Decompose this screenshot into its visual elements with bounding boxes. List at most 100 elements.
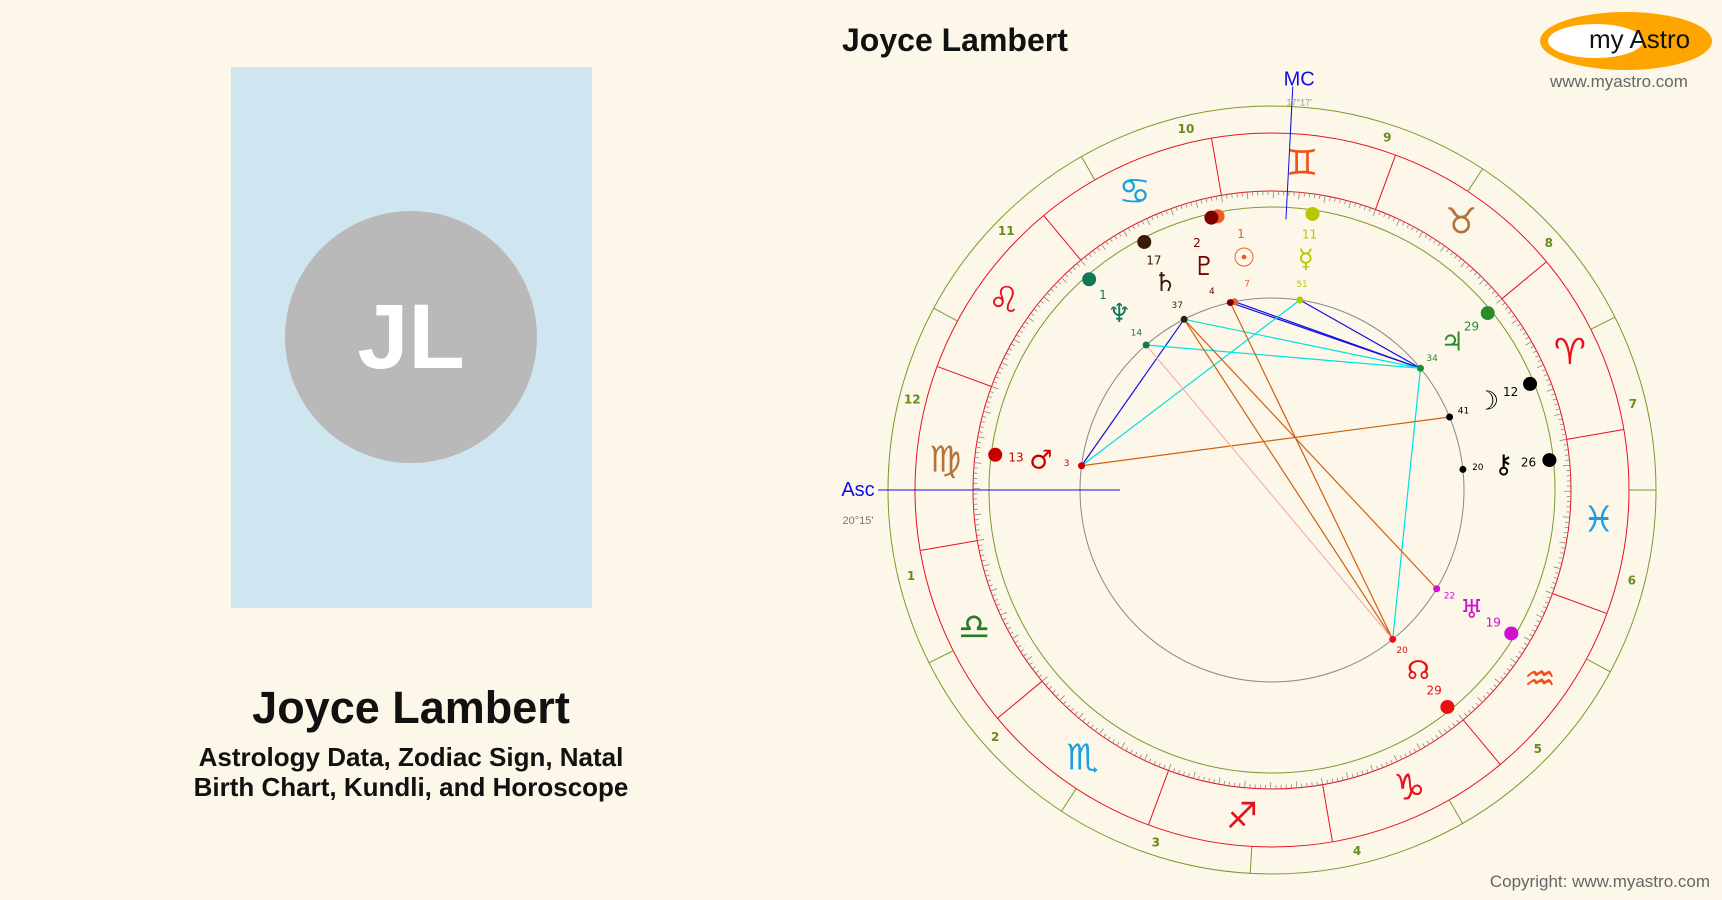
degree-tick <box>1038 674 1043 678</box>
planet-degree-sun: 1 <box>1237 227 1245 241</box>
degree-tick <box>990 588 998 592</box>
degree-tick <box>1515 655 1520 659</box>
degree-tick <box>1399 755 1403 760</box>
degree-tick <box>1177 770 1180 775</box>
degree-tick <box>1334 197 1336 202</box>
planet-glyph-mars-icon: ♂ <box>1029 446 1052 476</box>
degree-tick <box>1494 678 1501 684</box>
degree-tick <box>1192 771 1196 779</box>
degree-tick <box>1123 230 1128 237</box>
planet-minute-neptune: 14 <box>1131 329 1143 339</box>
degree-tick <box>1511 314 1515 318</box>
degree-tick <box>1223 781 1225 786</box>
planet-minute-jupiter: 34 <box>1426 354 1438 364</box>
degree-tick <box>1052 689 1056 694</box>
degree-tick <box>1541 369 1546 372</box>
sign-divider <box>1501 261 1547 300</box>
degree-tick <box>1198 775 1200 780</box>
degree-tick <box>1530 345 1535 349</box>
degree-tick <box>992 594 997 597</box>
degree-tick <box>977 436 985 439</box>
degree-tick <box>1559 438 1567 441</box>
planet-glyph-neptune-icon: ♆ <box>1108 299 1131 329</box>
planet-degree-chiron: 26 <box>1521 455 1536 469</box>
degree-tick <box>984 569 989 572</box>
degree-tick <box>1148 758 1152 763</box>
degree-tick <box>1029 662 1033 666</box>
degree-tick <box>986 400 991 403</box>
planet-dot-node <box>1440 699 1455 714</box>
degree-tick <box>1446 248 1450 253</box>
planet-glyph-pluto-icon: ♇ <box>1193 252 1216 282</box>
degree-tick <box>1551 393 1556 396</box>
degree-tick <box>1010 343 1015 347</box>
degree-tick <box>1525 336 1530 340</box>
degree-tick <box>1558 418 1563 421</box>
degree-tick <box>1175 206 1178 211</box>
degree-tick <box>1440 245 1445 252</box>
sign-glyph-2: ♊︎ <box>1286 143 1318 184</box>
degree-tick <box>976 446 981 449</box>
degree-tick <box>1101 244 1106 251</box>
degree-tick <box>1385 761 1388 766</box>
degree-tick <box>1168 763 1172 771</box>
degree-tick <box>1132 225 1135 230</box>
planet-glyph-node-icon: ☊ <box>1407 656 1430 686</box>
degree-tick <box>1072 266 1076 271</box>
degree-tick <box>1553 577 1558 580</box>
planet-dot-saturn <box>1137 234 1152 249</box>
degree-tick <box>1326 779 1329 784</box>
site-url[interactable]: www.myastro.com <box>1550 72 1688 91</box>
degree-tick <box>1344 200 1346 205</box>
sign-glyph-1: ♉︎ <box>1445 202 1477 243</box>
degree-tick <box>1495 294 1499 298</box>
degree-tick <box>1007 627 1012 630</box>
aspect-line-saturn-jupiter <box>1183 318 1421 369</box>
degree-tick <box>1112 739 1115 744</box>
degree-tick <box>1321 777 1324 785</box>
degree-tick <box>1490 688 1494 692</box>
degree-tick <box>1559 541 1567 544</box>
degree-tick <box>1359 204 1362 209</box>
degree-tick <box>1027 317 1034 322</box>
degree-tick <box>1554 403 1559 406</box>
degree-tick <box>1510 658 1517 663</box>
degree-tick <box>1001 362 1009 366</box>
aspect-point-moon <box>1446 413 1454 421</box>
degree-tick <box>1356 772 1359 777</box>
degree-tick <box>1535 355 1540 358</box>
logo-text: my Astro <box>1589 24 1691 54</box>
degree-tick <box>1018 330 1023 333</box>
degree-tick <box>1518 651 1523 655</box>
degree-tick <box>1139 754 1142 759</box>
degree-tick <box>1372 209 1376 217</box>
degree-tick <box>1466 264 1470 269</box>
degree-tick <box>1471 706 1476 710</box>
degree-tick <box>1452 723 1456 727</box>
sign-glyph-6: ♎︎ <box>958 607 990 648</box>
degree-tick <box>1002 617 1007 621</box>
degree-tick <box>976 441 981 443</box>
mc-degree: 17°17' <box>1286 98 1312 108</box>
degree-tick <box>1483 695 1487 699</box>
sign-divider <box>1566 429 1624 440</box>
degree-tick <box>1422 743 1426 748</box>
avatar: JL <box>285 211 537 463</box>
myastro-logo[interactable]: my Astro <box>1540 12 1712 70</box>
planet-degree-moon: 12 <box>1503 385 1518 399</box>
planet-dot-jupiter <box>1480 306 1495 321</box>
degree-tick <box>1311 782 1313 787</box>
degree-tick <box>1068 270 1073 274</box>
degree-tick <box>1064 273 1069 278</box>
degree-tick <box>1361 770 1364 775</box>
degree-tick <box>1213 779 1215 784</box>
degree-tick <box>1041 676 1048 682</box>
house-number-11: 11 <box>998 224 1015 238</box>
degree-tick <box>1066 704 1071 709</box>
degree-tick <box>985 574 990 577</box>
degree-tick <box>1464 713 1468 717</box>
degree-tick <box>1537 364 1544 369</box>
degree-tick <box>1180 205 1183 210</box>
house-cusp-line <box>1448 799 1463 824</box>
